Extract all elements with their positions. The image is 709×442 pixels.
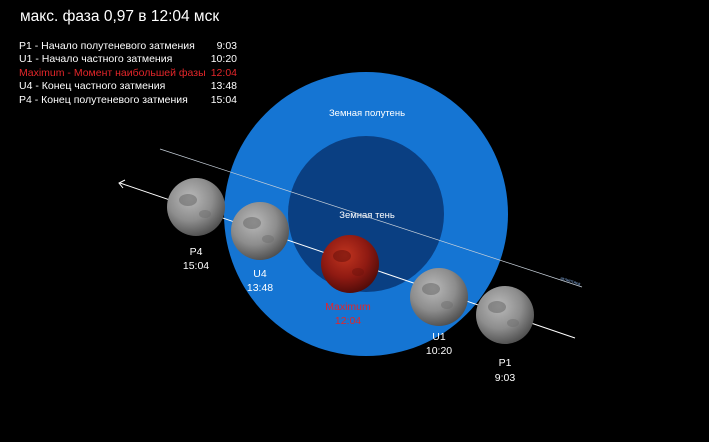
legend-label: U4 - Конец частного затмения bbox=[19, 80, 166, 93]
legend-label: P4 - Конец полутеневого затмения bbox=[19, 93, 188, 106]
page-title: макс. фаза 0,97 в 12:04 мск bbox=[20, 8, 220, 25]
moon-label-max-time: 12:04 bbox=[335, 315, 361, 327]
umbra-label: Земная тень bbox=[339, 210, 395, 221]
arrow-head-icon bbox=[118, 179, 126, 189]
legend-label: P1 - Начало полутеневого затмения bbox=[19, 40, 195, 52]
legend-time: 15:04 bbox=[210, 93, 237, 106]
legend-row-p1: P1 - Начало полутеневого затмения 9:03 bbox=[19, 40, 237, 53]
legend-label: U1 - Начало частного затмения bbox=[19, 53, 173, 66]
moon-label-p1-time: 9:03 bbox=[495, 372, 516, 384]
moon-label-p4-code: P4 bbox=[190, 246, 203, 258]
moon-label-u1-code: U1 bbox=[432, 331, 446, 343]
legend-row-u1: U1 - Начало частного затмения 10:20 bbox=[19, 53, 237, 66]
ecliptic-label: эклиптика bbox=[560, 275, 582, 286]
moon-label-u1-time: 10:20 bbox=[426, 345, 452, 357]
moon-p1 bbox=[476, 286, 534, 344]
legend-time: 10:20 bbox=[210, 53, 237, 66]
legend-row-p4: P4 - Конец полутеневого затмения 15:04 bbox=[19, 94, 237, 107]
moon-u1 bbox=[410, 268, 468, 326]
moon-label-max-code: Maximum bbox=[325, 301, 371, 313]
legend-time: 13:48 bbox=[210, 80, 237, 93]
moon-label-p1-code: P1 bbox=[499, 357, 512, 369]
moon-label-u4-code: U4 bbox=[253, 268, 267, 280]
legend-time: 12:04 bbox=[210, 66, 237, 79]
legend-row-u4: U4 - Конец частного затмения 13:48 bbox=[19, 80, 237, 93]
legend-label: Maximum - Момент наибольшей фазы bbox=[19, 66, 206, 79]
moon-u4 bbox=[231, 202, 289, 260]
penumbra-label: Земная полутень bbox=[329, 108, 405, 119]
moon-maximum bbox=[321, 235, 379, 293]
moon-p4 bbox=[167, 178, 225, 236]
legend: P1 - Начало полутеневого затмения 9:03 U… bbox=[19, 40, 237, 107]
moon-label-p4-time: 15:04 bbox=[183, 260, 209, 272]
legend-time: 9:03 bbox=[216, 40, 237, 52]
ecliptic-line bbox=[159, 148, 583, 288]
moon-label-u4-time: 13:48 bbox=[247, 282, 273, 294]
legend-row-maximum: Maximum - Момент наибольшей фазы 12:04 bbox=[19, 67, 237, 80]
